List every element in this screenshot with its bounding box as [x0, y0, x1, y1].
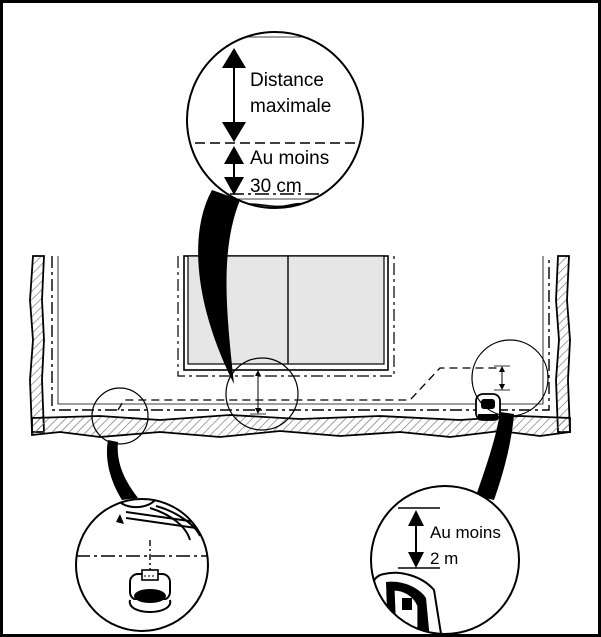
plan-measure-window [250, 369, 266, 415]
plan-measure-station [494, 365, 510, 391]
connector-wedge-left [106, 440, 138, 500]
label-distance-line2: maximale [250, 96, 331, 117]
arrow-up-icon [408, 510, 424, 526]
plan-circle-window [225, 357, 299, 431]
left-wall [29, 255, 45, 433]
callout-top: Distance maximale Au moins 30 cm [186, 31, 364, 209]
arrow-down-icon [222, 122, 246, 142]
boundary-wire [51, 256, 550, 411]
plan-circle-station [471, 339, 549, 417]
boundary-wire-inner [57, 256, 544, 405]
label-min-30-line2: 30 cm [250, 176, 302, 197]
arrow-up-icon [222, 48, 246, 68]
label-distance-line1: Distance [250, 70, 324, 91]
charging-station-icon [475, 393, 501, 421]
bottom-wall [31, 414, 571, 438]
label-min-2m-line1: Au moins [430, 523, 501, 542]
arrow-down-icon [224, 177, 244, 195]
right-wall [555, 255, 571, 433]
arrow-up-icon [224, 146, 244, 164]
arrow-down-icon [408, 552, 424, 568]
connector-wedge-top [198, 190, 240, 384]
label-min-30-line1: Au moins [250, 148, 329, 169]
connector-wedge-right [476, 412, 514, 500]
guide-wire [117, 367, 498, 411]
garden-plan [29, 255, 571, 445]
callout-bottom-left [75, 498, 209, 632]
plan-circle-left [91, 387, 149, 445]
label-min-2m-line2: 2 m [430, 549, 458, 568]
callout-bottom-right: Au moins 2 m [370, 485, 520, 635]
